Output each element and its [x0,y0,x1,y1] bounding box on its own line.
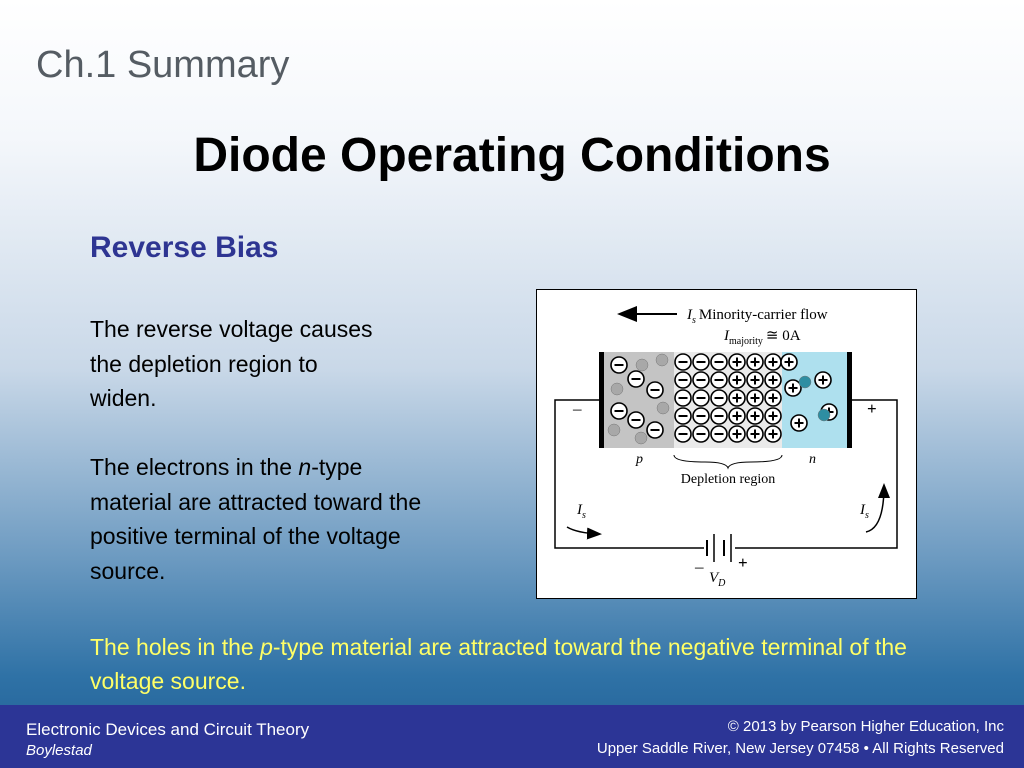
is-left-arrow [566,526,602,540]
depletion-brace [673,454,783,470]
donor-ion [764,389,782,407]
donor-ion [728,371,746,389]
hole [635,358,649,372]
depletion-label: Depletion region [681,472,775,487]
highlight-italic: p [260,634,273,660]
depletion-region [674,352,782,448]
donor-ion [764,371,782,389]
majority-current-label: Imajority≅ 0A [723,328,801,347]
p-label: p [635,452,643,467]
is-right-label: Is [859,502,869,521]
acceptor-ion [674,371,692,389]
highlight-after: -type material are attracted toward the … [90,634,907,694]
n-side-ion [790,414,808,432]
paragraph-electrons-after: -type material are attracted toward the … [90,454,422,584]
hole [607,423,621,437]
acceptor-ion [674,407,692,425]
footer-book-title: Electronic Devices and Circuit Theory [26,720,310,739]
acceptor-ion [692,389,710,407]
right-wire [735,399,898,549]
donor-ion [746,407,764,425]
p-side-ion [646,421,664,439]
donor-ion [764,407,782,425]
vd-label: VD [709,570,726,589]
donor-ion [746,425,764,443]
hole [634,431,648,445]
p-side-ion [610,402,628,420]
footer-author: Boylestad [26,742,92,759]
donor-ion [728,353,746,371]
acceptor-ion [692,353,710,371]
footer-rights: Upper Saddle River, New Jersey 07458 • A… [596,740,1004,757]
donor-ion [746,353,764,371]
donor-ion [746,389,764,407]
acceptor-ion [674,389,692,407]
right-terminal-sign: + [867,399,877,418]
p-side-ion [610,356,628,374]
highlight-paragraph: The holes in the p-type material are att… [90,630,950,698]
acceptor-ion [692,425,710,443]
left-contact [599,352,604,448]
acceptor-ion [692,407,710,425]
donor-ion [764,353,782,371]
acceptor-ion [710,407,728,425]
electron [817,408,831,422]
electron [798,375,812,389]
paragraph-electrons-before: The electrons in the [90,454,299,480]
p-side-ion [646,381,664,399]
n-label: n [809,452,816,467]
p-side-ion [627,370,645,388]
donor-ion [728,425,746,443]
n-region-carriers [780,353,838,432]
donor-ion [728,407,746,425]
acceptor-ion [710,425,728,443]
hole [655,353,669,367]
is-right-arrow [865,483,890,533]
n-side-ion [780,353,798,371]
n-side-ion [784,379,802,397]
slide-title: Diode Operating Conditions [193,129,831,182]
donor-ion [728,389,746,407]
left-terminal-sign: – [572,399,582,418]
highlight-before: The holes in the [90,634,261,660]
section-heading: Reverse Bias [90,231,279,264]
donor-ion [746,371,764,389]
acceptor-ion [710,371,728,389]
acceptor-ion [674,353,692,371]
chapter-label: Ch.1 Summary [36,44,290,86]
acceptor-ion [710,353,728,371]
acceptor-ion [674,425,692,443]
battery-plus: + [738,553,748,572]
left-wire [554,399,704,549]
p-side-ion [627,411,645,429]
hole [610,382,624,396]
acceptor-ion [710,389,728,407]
footer-bar: Electronic Devices and Circuit Theory Bo… [0,705,1024,768]
right-contact [847,352,852,448]
paragraph-depletion: The reverse voltage causes the depletion… [90,316,373,411]
n-side-ion [814,371,832,389]
donor-ion [764,425,782,443]
footer-copyright: © 2013 by Pearson Higher Education, Inc [727,718,1004,735]
hole [656,401,670,415]
paragraph-electrons-italic: n [298,454,312,480]
p-region-carriers [607,353,670,445]
depletion-ions [674,353,782,443]
is-left-label: Is [576,502,586,521]
battery-minus: – [694,557,704,576]
paragraph-electrons: The electrons in the n-type material are… [90,450,450,588]
acceptor-ion [692,371,710,389]
